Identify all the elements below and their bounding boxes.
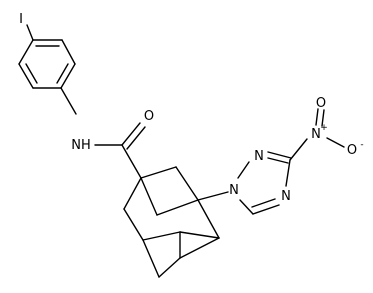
bond-ad-1 [140, 166, 177, 179]
atom-nitro-oxygen-top: O [316, 96, 326, 111]
bond-nitro-o-top [315, 108, 319, 126]
atom-triazole-n2: N [254, 149, 264, 164]
bond-ring-3-double [56, 63, 69, 84]
bond-ad-10 [142, 239, 160, 278]
nitro-oxygen-charge: - [360, 140, 363, 150]
bond-tz-n1-n2 [237, 161, 250, 179]
bond-tz-n2-c3-double [267, 151, 292, 159]
bond-tz-n4-c5-double [251, 198, 276, 208]
bond-ring-3 [60, 63, 76, 89]
bond-carbonyl-adamantane [121, 144, 142, 179]
bond-ring-2 [61, 39, 76, 65]
atom-nitro-oxygen-right: O [347, 143, 357, 158]
bond-adamantane-triazole [197, 191, 229, 201]
bonds [18, 24, 345, 278]
bond-ring-5 [18, 63, 34, 89]
bond-ring-nh [60, 87, 77, 115]
atom-iodine: I [19, 12, 23, 27]
bond-carbonyl-o-double [126, 126, 146, 150]
bond-ad-9 [179, 231, 220, 239]
atom-triazole-n4: N [281, 189, 291, 204]
bond-ad-4 [123, 208, 144, 241]
bond-ad-2 [175, 166, 199, 201]
bond-ad-6 [156, 199, 199, 216]
nitro-nitrogen-charge: + [320, 123, 328, 133]
bond-ad-5 [140, 177, 158, 216]
bond-tz-c3-n4 [285, 159, 291, 187]
bond-c-iodine [26, 24, 34, 41]
bond-ring-6 [18, 39, 34, 65]
atom-labels: I NH O N N N N + O O - [19, 12, 364, 204]
bond-ad-11 [158, 257, 181, 278]
bond-c3-nitro [289, 138, 308, 161]
bond-tz-n2-c3 [267, 157, 289, 164]
bond-ad-13 [179, 237, 220, 259]
atom-triazole-n1: N [229, 183, 239, 198]
bond-ring-5-double [25, 63, 38, 84]
bond-ad-8 [142, 231, 181, 241]
atom-amide-nh: NH [71, 138, 91, 153]
bond-carbonyl-o [121, 122, 141, 146]
bond-nitro-o-top-double [321, 109, 325, 127]
bond-ad-7 [197, 199, 220, 239]
atom-nitro-nitrogen: N [311, 127, 321, 142]
bond-tz-c5-n1 [239, 199, 254, 215]
bond-tz-n4-c5 [252, 204, 280, 215]
bond-nitro-o-right [326, 137, 345, 148]
bond-ad-3 [123, 177, 142, 210]
atom-carbonyl-oxygen: O [144, 109, 154, 124]
